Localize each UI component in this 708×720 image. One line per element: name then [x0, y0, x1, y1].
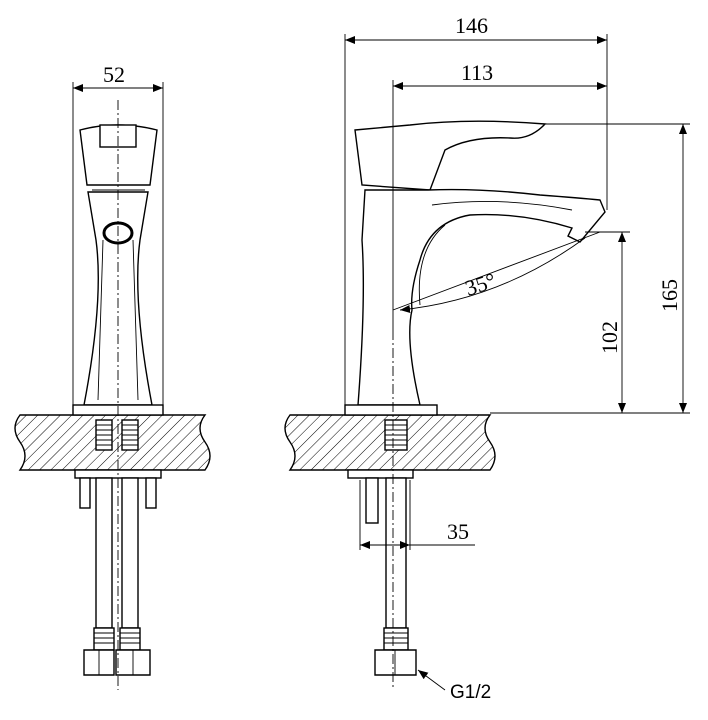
- dimension-52: 52: [72, 62, 164, 405]
- dimension-label-52: 52: [103, 62, 125, 87]
- thread-callout: G1/2: [417, 669, 491, 703]
- dimension-label-113: 113: [461, 60, 493, 85]
- dimension-146: 146: [344, 13, 608, 405]
- dimension-102: 102: [585, 231, 630, 413]
- dimension-label-165: 165: [657, 279, 682, 312]
- handle-lever-side: [354, 120, 547, 191]
- dimension-165: 165: [490, 123, 690, 414]
- dimension-35: 35: [359, 480, 475, 550]
- dimension-label-35: 35: [447, 519, 469, 544]
- thread-label: G1/2: [450, 682, 491, 703]
- side-view: 146 113 165 102 35°: [284, 13, 690, 703]
- base-plate-side: [344, 404, 438, 416]
- dimension-label-102: 102: [597, 321, 622, 354]
- dimension-label-146: 146: [455, 13, 488, 38]
- supply-hoses-side: [347, 419, 417, 676]
- spout-side: [357, 188, 606, 406]
- front-view: 52: [14, 62, 211, 690]
- dimension-113: 113: [392, 60, 607, 330]
